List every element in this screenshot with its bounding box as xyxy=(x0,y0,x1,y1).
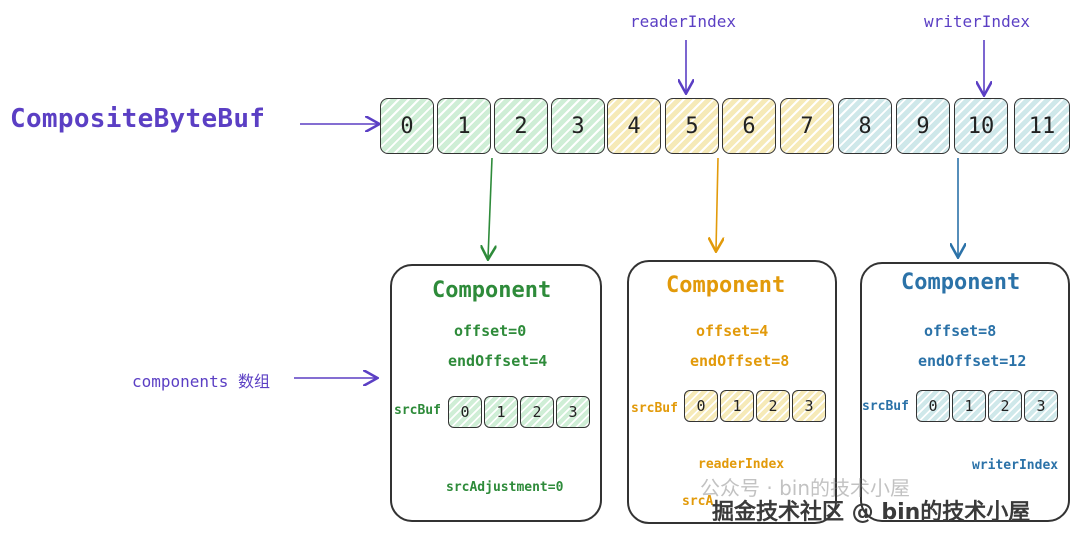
src-buf-cell-1: 1 xyxy=(720,390,754,422)
watermark-line-1: 公众号 · bin的技术小屋 xyxy=(700,476,910,500)
inner-writer-index-label: writerIndex xyxy=(972,458,1059,473)
buffer-cell-9: 9 xyxy=(896,98,950,154)
src-buf-cell-0: 0 xyxy=(916,390,950,422)
buffer-cell-7: 7 xyxy=(780,98,834,154)
src-buf-label: srcBuf xyxy=(862,399,909,414)
buffer-cell-3: 3 xyxy=(551,98,605,154)
src-buf-cell-2: 2 xyxy=(988,390,1022,422)
component-title: Component xyxy=(901,270,1021,295)
buffer-cell-0: 0 xyxy=(380,98,434,154)
component-title: Component xyxy=(666,273,786,298)
buffer-cell-8: 8 xyxy=(838,98,892,154)
component-end-offset: endOffset=8 xyxy=(690,352,790,370)
buffer-cell-1: 1 xyxy=(437,98,491,154)
src-buf-cell-0: 0 xyxy=(684,390,718,422)
component-offset: offset=0 xyxy=(454,322,527,340)
buffer-cell-4: 4 xyxy=(607,98,661,154)
src-buf-cell-0: 0 xyxy=(448,396,482,428)
src-buf-label: srcBuf xyxy=(394,403,441,418)
src-buf-cell-1: 1 xyxy=(952,390,986,422)
component-end-offset: endOffset=4 xyxy=(448,352,548,370)
component-1-arrow xyxy=(716,157,718,250)
src-buf-cell-2: 2 xyxy=(520,396,554,428)
buffer-cell-2: 2 xyxy=(494,98,548,154)
buffer-cell-10: 10 xyxy=(954,98,1008,154)
src-buf-cell-3: 3 xyxy=(792,390,826,422)
component-offset: offset=8 xyxy=(924,322,997,340)
composite-bytebuf-title: CompositeByteBuf xyxy=(10,104,266,134)
component-panel-0 xyxy=(390,264,602,522)
src-buf-cell-3: 3 xyxy=(1024,390,1058,422)
src-buf-label: srcBuf xyxy=(631,401,678,416)
watermark-line-2: 掘金技术社区 @ bin的技术小屋 xyxy=(712,500,1031,525)
component-end-offset: endOffset=12 xyxy=(918,352,1027,370)
component-src-adjustment: srcAdjustment=0 xyxy=(446,480,564,495)
components-array-label: components 数组 xyxy=(132,372,270,391)
inner-reader-index-label: readerIndex xyxy=(698,457,785,472)
component-title: Component xyxy=(432,278,552,303)
component-offset: offset=4 xyxy=(696,322,769,340)
writer-index-label: writerIndex xyxy=(924,12,1030,31)
src-buf-cell-2: 2 xyxy=(756,390,790,422)
component-0-arrow xyxy=(488,157,492,258)
buffer-cell-6: 6 xyxy=(722,98,776,154)
buffer-cell-5: 5 xyxy=(665,98,719,154)
component-src-adjustment-partial: srcA xyxy=(682,494,714,509)
src-buf-cell-1: 1 xyxy=(484,396,518,428)
reader-index-label: readerIndex xyxy=(630,12,736,31)
buffer-cell-11: 11 xyxy=(1014,98,1070,154)
src-buf-cell-3: 3 xyxy=(556,396,590,428)
